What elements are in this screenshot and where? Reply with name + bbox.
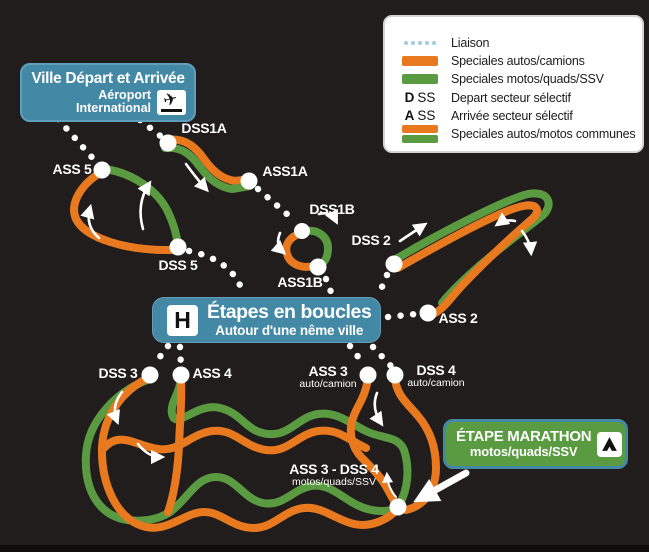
node-ass1a bbox=[240, 172, 258, 190]
node-ass5 bbox=[93, 161, 111, 179]
arrow-marathon-callout bbox=[413, 469, 470, 503]
communes-bars-swatch bbox=[397, 124, 443, 143]
label-ass5: ASS 5 bbox=[52, 161, 92, 177]
arrow-stage1a bbox=[184, 162, 209, 193]
arrow-stage2-up bbox=[398, 222, 428, 243]
airport-label: Aéroport International bbox=[75, 88, 151, 116]
arrow-stage1b-left bbox=[270, 231, 287, 255]
liaison-city-to-ass5 bbox=[54, 115, 101, 167]
airplane-departure-icon: ✈ bbox=[157, 89, 186, 115]
arrow-stage5-orange bbox=[80, 203, 101, 240]
legend-row-autos: Speciales autos/camions bbox=[397, 52, 634, 70]
label-ass1b: ASS1B bbox=[277, 274, 323, 290]
label-ass2: ASS 2 bbox=[438, 310, 478, 326]
route-stage4-green-wave bbox=[167, 375, 412, 509]
node-dss5 bbox=[169, 238, 187, 256]
loop-box-title: Étapes en boucles bbox=[207, 300, 372, 323]
legend-panel: Liaison Speciales autos/camions Speciale… bbox=[383, 15, 644, 153]
node-dss4 bbox=[386, 366, 404, 384]
route-stage5-orange bbox=[70, 169, 177, 255]
route-stage1a-green bbox=[161, 143, 254, 193]
arrow-stage5-green bbox=[137, 180, 152, 231]
liaison-ass1b-to-loopbox bbox=[322, 275, 335, 296]
route-stage2-orange bbox=[394, 201, 541, 319]
marathon-box-title: ÉTAPE MARATHON bbox=[456, 427, 592, 445]
bivouac-h-icon: H bbox=[167, 304, 198, 336]
node-ass1b bbox=[309, 258, 327, 276]
label-dss2: DSS 2 bbox=[351, 232, 391, 248]
loop-box-subtitle: Autour d'une nême ville bbox=[215, 323, 364, 338]
label-ass1a: ASS1A bbox=[262, 163, 308, 179]
city-start-finish-box: Ville Départ et Arrivée Aéroport Interna… bbox=[20, 63, 196, 122]
arrow-stage3-inner bbox=[136, 442, 166, 465]
node-dss1b bbox=[294, 223, 310, 239]
arrow-stage1b-right bbox=[317, 208, 338, 225]
label-ass4: ASS 4 bbox=[192, 365, 232, 381]
arrow-node-to-label bbox=[382, 471, 397, 498]
node-dss1a bbox=[159, 134, 177, 152]
tent-icon bbox=[597, 431, 623, 457]
loop-stages-box: H Étapes en boucles Autour d'une nême vi… bbox=[152, 297, 381, 343]
marathon-stage-box: ÉTAPE MARATHON motos/quads/SSV bbox=[443, 419, 628, 469]
node-ass3-dss4-marathon bbox=[389, 498, 407, 516]
liaison-dotted-links bbox=[54, 115, 420, 370]
node-ass3 bbox=[359, 366, 377, 384]
label-dss1a: DSS1A bbox=[181, 120, 227, 136]
label-dss1b: DSS1B bbox=[309, 201, 355, 217]
legend-row-motos: Speciales motos/quads/SSV bbox=[397, 70, 634, 88]
route-stage3-green-loop bbox=[81, 375, 401, 525]
liaison-city-to-dss1a bbox=[136, 116, 167, 142]
route-ass3-orange-drop bbox=[346, 375, 400, 509]
route-stage1a-orange bbox=[163, 135, 254, 185]
arrow-stage4-down bbox=[369, 391, 384, 427]
direction-arrows bbox=[80, 162, 538, 498]
node-ass2 bbox=[419, 304, 437, 322]
legend-row-communes: Speciales autos/motos communes bbox=[397, 124, 636, 143]
route-stage1b-orange bbox=[282, 229, 318, 271]
route-stage5-green bbox=[101, 165, 182, 249]
liaison-loopbox-to-dss4 bbox=[369, 343, 395, 370]
liaison-dss5-to-loopbox bbox=[185, 247, 247, 297]
special-stage-routes bbox=[70, 135, 553, 532]
node-dss2 bbox=[385, 255, 403, 273]
liaison-loopbox-to-dss3 bbox=[149, 342, 172, 370]
bottom-edge bbox=[0, 545, 649, 552]
label-dss3: DSS 3 bbox=[98, 365, 138, 381]
liaison-dss2-to-loopbox bbox=[375, 271, 391, 298]
liaison-loopbox-to-ass3 bbox=[346, 342, 369, 370]
arrow-stage2-down bbox=[520, 229, 538, 257]
liaison-ass1a-to-dss1b bbox=[254, 185, 299, 225]
arrow-stage2-turn bbox=[494, 212, 517, 227]
route-middle-orange-wave bbox=[100, 426, 370, 455]
green-bar-swatch bbox=[397, 74, 443, 85]
city-box-title: Ville Départ et Arrivée bbox=[31, 70, 185, 87]
legend-row-liaison: Liaison bbox=[397, 34, 634, 52]
node-ass4 bbox=[172, 366, 190, 384]
orange-bar-swatch bbox=[397, 56, 443, 67]
arrow-stage3-down bbox=[106, 390, 124, 425]
label-dss5: DSS 5 bbox=[158, 257, 198, 273]
marathon-box-subtitle: motos/quads/SSV bbox=[469, 444, 578, 460]
liaison-loopbox-to-ass4 bbox=[176, 343, 185, 370]
stage-nodes bbox=[93, 134, 437, 516]
node-dss3 bbox=[141, 366, 159, 384]
route-stage2-green bbox=[392, 189, 553, 307]
liaison-dots-swatch bbox=[397, 41, 443, 45]
liaison-loopbox-to-ass2 bbox=[384, 310, 420, 321]
